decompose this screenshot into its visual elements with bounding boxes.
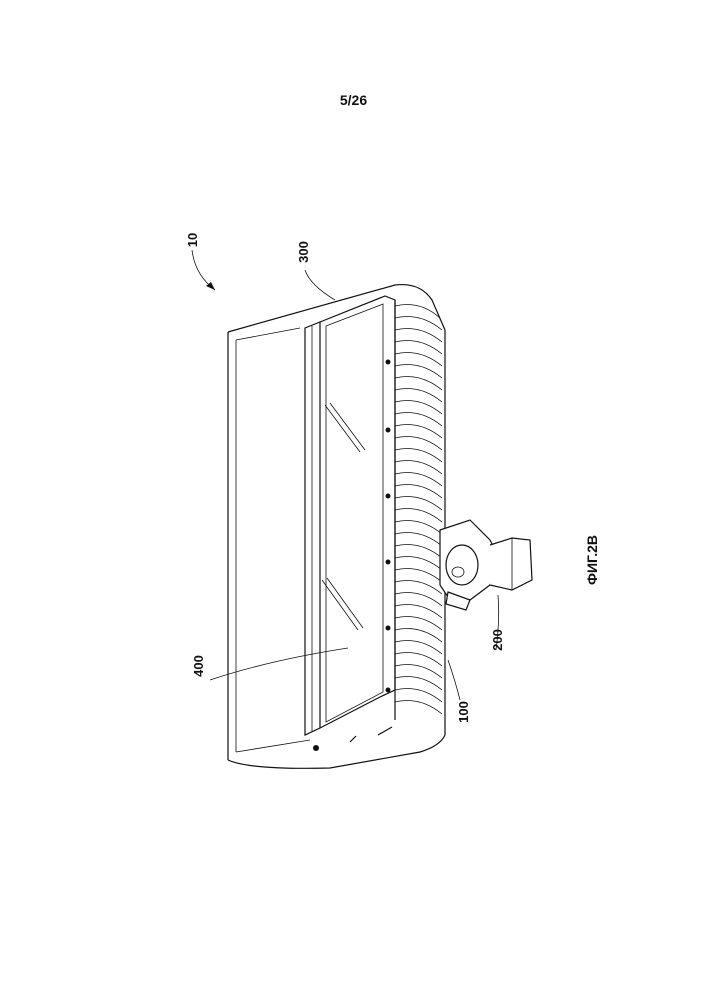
luminaire-body [228, 285, 445, 769]
mounting-bracket [440, 520, 532, 610]
ref-numeral-100: 100 [456, 701, 471, 723]
ref-numeral-300: 300 [296, 241, 311, 263]
ref-numeral-10: 10 [185, 233, 200, 247]
leader-lines [192, 250, 499, 700]
end-cap-port-icon [313, 745, 319, 751]
ref-numeral-400: 400 [191, 655, 206, 677]
ref-numeral-200: 200 [490, 629, 505, 651]
heatsink-fins [395, 300, 445, 735]
figure-caption: ФИГ.2В [584, 535, 600, 585]
screw-row [386, 360, 391, 693]
